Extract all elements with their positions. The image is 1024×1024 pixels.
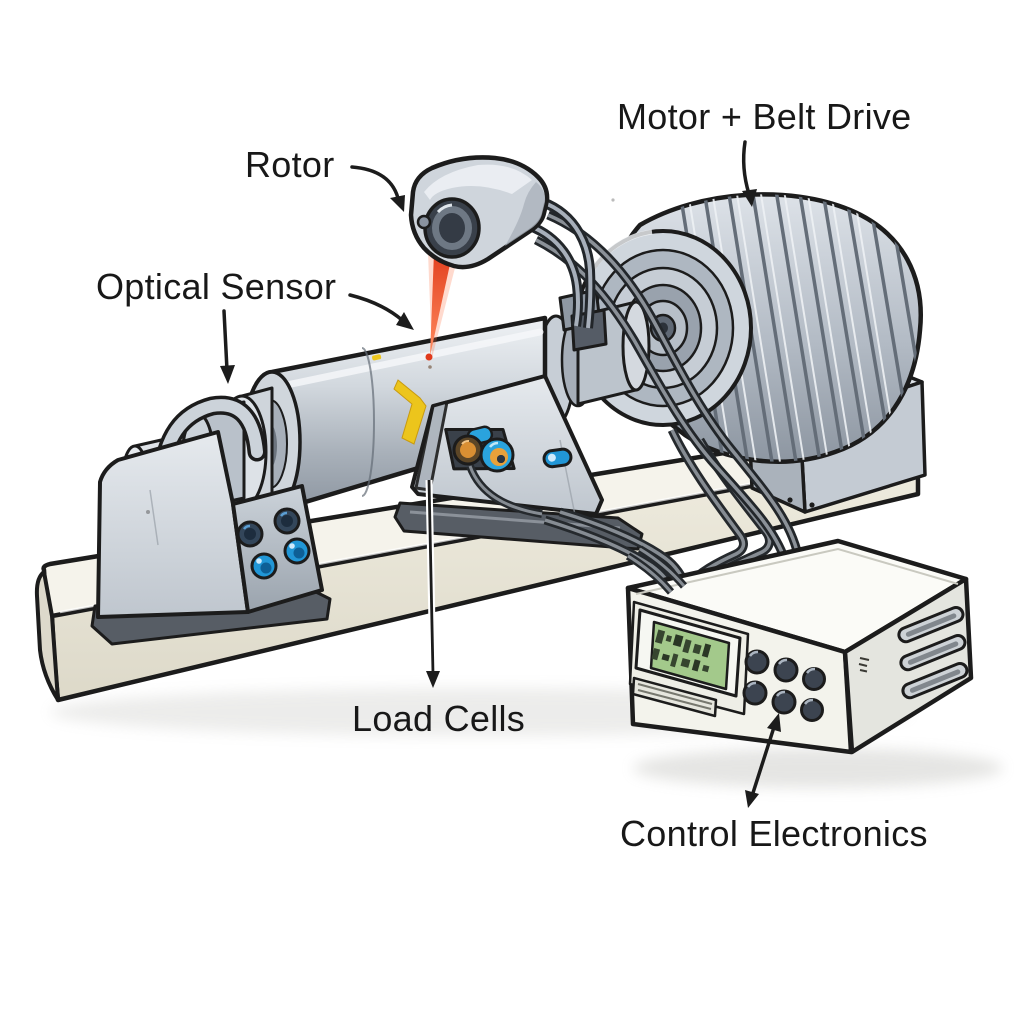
rotor-seam xyxy=(361,347,375,497)
cable-ends-on-unit xyxy=(625,545,688,595)
belt-and-bracket-rods xyxy=(527,195,803,562)
arrow-rotor xyxy=(350,165,400,200)
control-button xyxy=(771,689,797,715)
rotor-top-highlight xyxy=(278,328,544,390)
control-unit-shadow xyxy=(633,748,1003,788)
bolt-dot xyxy=(809,502,815,508)
arrow-motor xyxy=(741,140,751,196)
optical-sensor-head xyxy=(408,155,550,270)
arrow-load-cells xyxy=(427,479,435,675)
base-plate-left-face xyxy=(34,570,60,702)
label-load-cells: Load Cells xyxy=(352,698,525,739)
control-button xyxy=(800,698,824,722)
mid-bearing-pedestal xyxy=(393,374,644,551)
label-motor-belt-drive: Motor + Belt Drive xyxy=(617,96,912,137)
lcd-garbled-digits xyxy=(651,629,712,673)
annotations: Rotor Optical Sensor Motor + Belt Drive … xyxy=(96,96,928,854)
pedestal-indicator-buttons xyxy=(236,507,311,580)
vent-grille xyxy=(897,606,969,700)
label-control-electronics: Control Electronics xyxy=(620,813,928,854)
arrow-optical-sensor xyxy=(348,293,404,322)
rotor-reference-mark xyxy=(372,354,427,445)
control-button xyxy=(742,680,768,706)
left-bearing-pedestal xyxy=(90,430,332,646)
arrowhead-optical-sensor xyxy=(396,312,414,330)
laser-spot xyxy=(425,353,433,361)
load-cells-leader xyxy=(425,479,440,688)
vent-slot xyxy=(899,634,967,672)
vent-slot xyxy=(897,606,965,644)
arrowhead-control-down xyxy=(745,790,759,808)
front-grille-slot xyxy=(631,676,718,718)
arrowhead-control-up xyxy=(767,713,781,732)
arrow-control-electronics xyxy=(750,722,777,798)
arrowhead-rotor xyxy=(390,195,405,212)
bolt-dot xyxy=(787,497,793,503)
pedestal-pill-button xyxy=(542,447,573,469)
left-pedestal-front-face xyxy=(96,430,250,619)
small-print-mark xyxy=(858,657,870,673)
control-button xyxy=(773,657,799,683)
label-optical-sensor: Optical Sensor xyxy=(96,266,336,307)
sensor-top-highlight xyxy=(424,164,532,200)
control-buttons xyxy=(742,649,826,722)
control-button xyxy=(744,649,770,675)
sketch-speck xyxy=(146,510,150,514)
arrowhead-optical-sensor-2 xyxy=(220,365,235,384)
lcd-display xyxy=(634,608,742,698)
sketch-speck xyxy=(611,198,615,202)
control-button xyxy=(802,667,826,691)
arrowhead-motor xyxy=(742,189,757,207)
label-rotor: Rotor xyxy=(245,144,335,185)
sketch-speck xyxy=(428,365,432,369)
sensor-screw xyxy=(416,214,432,230)
arrow-optical-sensor-2 xyxy=(222,309,229,372)
vent-slot xyxy=(901,662,969,700)
arrowhead-load-cells xyxy=(426,671,440,688)
load-cell-assembly xyxy=(444,425,516,473)
sensor-side-shade xyxy=(505,182,546,246)
control-electronics-unit xyxy=(625,538,974,755)
laser-beam xyxy=(425,252,458,361)
